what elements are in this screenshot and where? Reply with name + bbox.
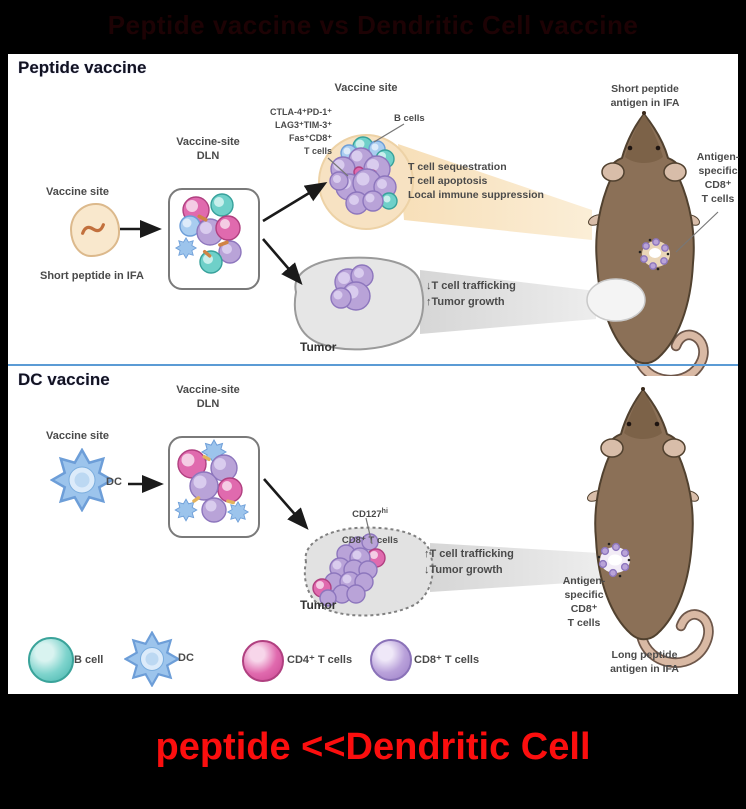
antigen-specific-site-lower bbox=[597, 542, 631, 578]
upper-mouse-caption: Short peptide antigen in IFA bbox=[610, 83, 680, 109]
b-cells-label: B cells bbox=[394, 113, 425, 124]
legend-dc-label: DC bbox=[178, 652, 194, 664]
upper-antigen-label: Antigen- specific CD8⁺ T cells bbox=[696, 151, 740, 205]
node-vaccine-site-title: Vaccine site bbox=[334, 82, 398, 94]
tumor-blob-on-mouse bbox=[586, 278, 646, 322]
peptide-tumor-label: Tumor bbox=[300, 340, 337, 354]
dc-panel-heading: DC vaccine bbox=[18, 370, 110, 389]
lower-mouse-caption: Long peptide antigen in IFA bbox=[610, 649, 679, 675]
dc-dln-label: Vaccine-site DLN bbox=[176, 384, 240, 410]
peptide-dln-box bbox=[168, 188, 260, 290]
dendritic-cell bbox=[50, 448, 114, 512]
peptide-squiggle-icon bbox=[81, 223, 105, 235]
dc-dln-cells bbox=[174, 439, 249, 523]
mouse-lower bbox=[587, 387, 714, 668]
peptide-dln-label: Vaccine-site DLN bbox=[176, 136, 240, 162]
legend-cd8-icon bbox=[370, 639, 412, 681]
peptide-effects-label: T cell sequestration T cell apoptosis Lo… bbox=[408, 161, 544, 201]
peptide-traffic-label: ↓T cell trafficking ↑Tumor growth bbox=[426, 280, 516, 308]
dc-dln-box bbox=[168, 436, 260, 538]
legend-b-cell-icon bbox=[28, 637, 74, 683]
dc-tumor-label: Tumor bbox=[300, 598, 337, 612]
footer-comparison-text: peptide <<Dendritic Cell bbox=[155, 726, 591, 768]
cd127-label: CD127hi CD8⁺ T cells bbox=[341, 508, 399, 547]
gray-cone-lower bbox=[430, 543, 600, 592]
mouse-upper bbox=[586, 111, 709, 376]
tan-magnifier-cone bbox=[398, 144, 592, 240]
lower-antigen-label: Antigen- specific CD8⁺ T cells bbox=[562, 575, 606, 629]
peptide-vaccine-site-label: Vaccine site bbox=[46, 186, 109, 198]
mouse-ear bbox=[662, 438, 686, 458]
dc-traffic-label: ↑T cell trafficking ↓Tumor growth bbox=[424, 548, 514, 576]
mouse-ear bbox=[663, 162, 687, 182]
dc-tumor bbox=[303, 526, 434, 617]
mouse-ear bbox=[601, 162, 625, 182]
short-peptide-caption: Short peptide in IFA bbox=[40, 270, 144, 282]
legend-b-cell-label: B cell bbox=[74, 654, 104, 666]
panel-divider-line bbox=[8, 364, 738, 366]
peptide-panel-heading: Peptide vaccine bbox=[18, 58, 147, 77]
peptide-dln-cells bbox=[175, 193, 242, 274]
legend-cd4-icon bbox=[242, 640, 284, 682]
mouse-ear bbox=[600, 438, 624, 458]
exhaustion-markers-label: CTLA-4⁺PD-1⁺ LAG3⁺TIM-3⁺ Fas⁺CD8⁺ T cell… bbox=[269, 107, 332, 156]
legend-dc-icon bbox=[124, 631, 180, 687]
dc-vaccine-site-label: Vaccine site bbox=[46, 430, 109, 442]
page-title: Peptide vaccine vs Dendritic Cell vaccin… bbox=[107, 10, 639, 40]
gray-cone-upper bbox=[420, 270, 596, 334]
legend-cd4-label: CD4⁺ T cells bbox=[287, 654, 353, 666]
dc-cell-label: DC bbox=[106, 476, 122, 488]
antigen-specific-site-upper bbox=[638, 238, 670, 271]
legend-cd8-label: CD8⁺ T cells bbox=[414, 654, 480, 666]
peptide-tumor bbox=[293, 256, 425, 351]
